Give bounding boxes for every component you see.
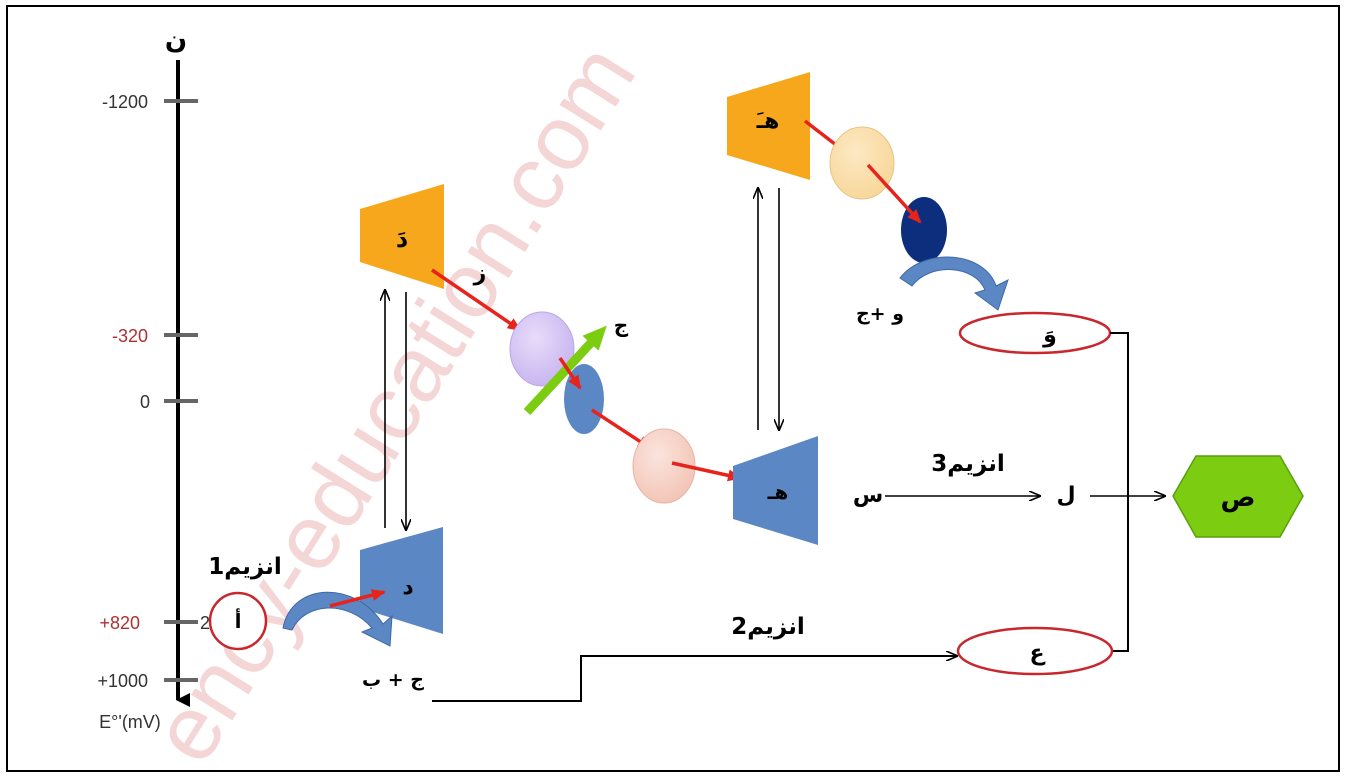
products-w-label: و +ج — [856, 303, 904, 325]
d-shape — [360, 527, 443, 634]
ain-oval — [956, 626, 1114, 676]
tick-label: -1200 — [102, 92, 148, 112]
zay-label: ز — [473, 261, 487, 286]
sad-label: ص — [1221, 483, 1256, 513]
tick-label: +820 — [99, 613, 140, 633]
red-arrow-dprime-to-purple — [431, 268, 522, 332]
red-arrow-a-to-d — [329, 589, 386, 608]
red-arrow-pink-to-h — [671, 461, 742, 482]
w-prime-oval — [958, 311, 1112, 355]
curved-arrow-upper — [899, 256, 1009, 311]
w-prime-label: وَ — [1042, 323, 1057, 348]
red-arrow-cream-to-navy — [866, 163, 922, 224]
axis-top-label: ن — [165, 25, 187, 55]
energy-axis: ن -1200 -320 0 +820 +1000 E°'(mV) — [97, 25, 198, 732]
h-label: هـ — [767, 480, 789, 504]
seen-label: س — [853, 483, 883, 508]
enzyme2-path — [432, 656, 957, 702]
axis-unit-label: E°'(mV) — [99, 712, 161, 732]
products-b-label: ج + ب — [362, 669, 424, 691]
h-shape — [733, 436, 818, 545]
d-prime-shape — [360, 184, 444, 289]
d-prime-label: دَ — [396, 225, 408, 253]
a-label: أ — [235, 607, 242, 633]
carrier-purple — [509, 311, 575, 387]
bracket-right — [1110, 332, 1129, 652]
diagram-frame — [6, 5, 1340, 772]
enzyme2-label: انزيم2 — [731, 614, 805, 640]
curved-arrow-enzyme1 — [282, 591, 393, 647]
enzyme1-label: انزيم1 — [208, 554, 282, 580]
a-circle — [208, 591, 268, 651]
tick-label: +1000 — [97, 671, 148, 691]
carrier-pink — [632, 428, 696, 504]
d-label: د — [402, 575, 413, 600]
lam-label: ل — [1056, 483, 1075, 508]
enzyme3-label: انزيم3 — [931, 451, 1005, 477]
h-prime-label: هـَ — [756, 109, 780, 134]
red-arrow-purple-to-blue — [558, 357, 582, 390]
sad-hexagon — [1172, 455, 1304, 538]
jeem-label-middle: ج — [614, 313, 629, 337]
h-prime-shape — [727, 72, 810, 180]
ain-label: ع — [1029, 641, 1045, 666]
carrier-cream — [829, 126, 895, 200]
tick-label: -320 — [112, 326, 148, 346]
green-arrow-jeem — [523, 325, 607, 416]
tick-label: 0 — [140, 392, 150, 412]
a-coefficient: 2 — [200, 613, 210, 633]
